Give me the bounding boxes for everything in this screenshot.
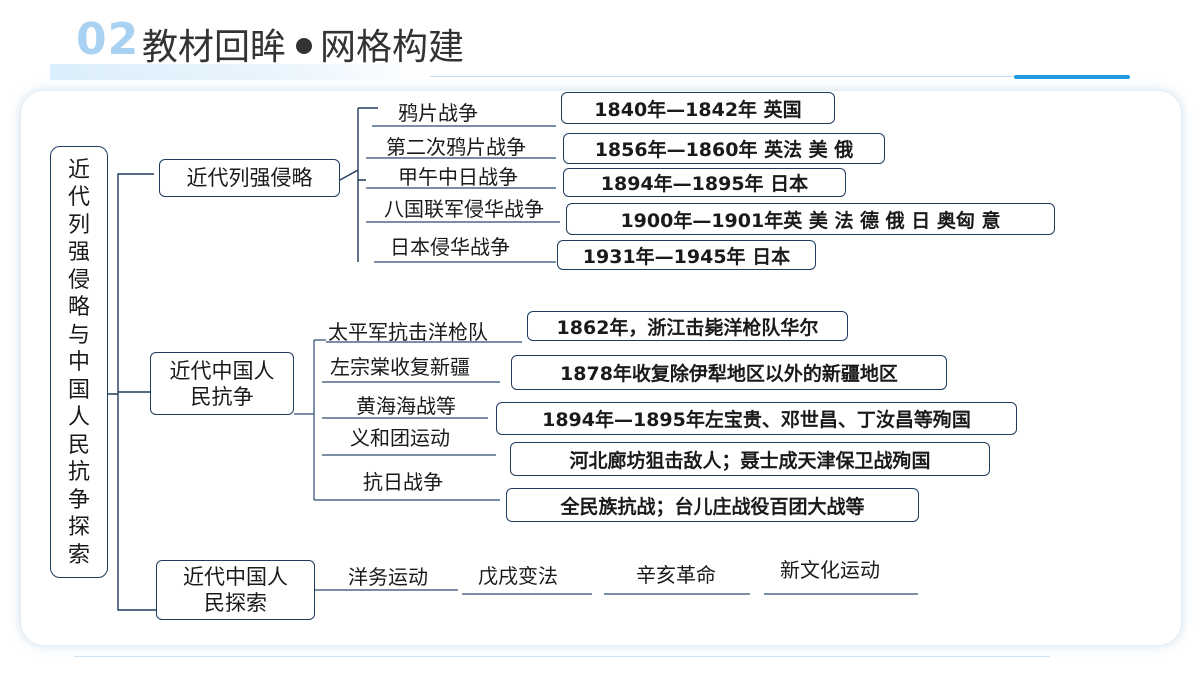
resistance-label: 抗日战争	[363, 470, 443, 494]
main-title-char: 强	[67, 240, 90, 266]
header-band	[50, 64, 430, 80]
main-title-char: 中	[67, 350, 90, 376]
war-detail-box: 1840年—1842年 英国	[561, 92, 835, 124]
war-detail-box: 1856年—1860年 英法 美 俄	[563, 133, 885, 164]
resistance-label: 太平军抗击洋枪队	[328, 320, 488, 344]
resistance-detail-box: 全民族抗战；台儿庄战役百团大战等	[506, 488, 919, 522]
section-title-line: 近代中国人	[169, 358, 275, 383]
exploration-item: 辛亥革命	[636, 563, 716, 587]
section-exploration-box: 近代中国人 民探索	[156, 560, 315, 620]
page-title: 教材回眸网格构建	[142, 18, 464, 70]
footer-divider	[74, 656, 1050, 657]
resistance-label: 左宗棠收复新疆	[330, 355, 470, 379]
header-divider	[430, 76, 1130, 77]
exploration-item: 新文化运动	[780, 558, 880, 582]
resistance-label: 义和团运动	[350, 426, 450, 450]
section-resistance-box: 近代中国人 民抗争	[150, 352, 294, 415]
war-label: 鸦片战争	[398, 101, 478, 125]
exploration-item: 戊戌变法	[478, 564, 558, 588]
header-accent-bar	[1014, 75, 1130, 79]
war-detail-box: 1900年—1901年英 美 法 德 俄 日 奥匈 意	[566, 203, 1055, 235]
main-title-char: 索	[67, 542, 90, 568]
war-label: 八国联军侵华战争	[384, 197, 544, 221]
main-title-char: 近	[67, 157, 90, 183]
title-right: 网格构建	[320, 27, 465, 68]
bullet-dot-icon	[296, 38, 313, 54]
war-detail-box: 1931年—1945年 日本	[557, 240, 816, 270]
section-title-line: 民探索	[204, 591, 267, 615]
main-title-char: 探	[67, 515, 90, 541]
section-number: 02	[76, 14, 140, 65]
war-detail-box: 1894年—1895年 日本	[563, 168, 846, 197]
resistance-detail-box: 1894年—1895年左宝贵、邓世昌、丁汝昌等殉国	[496, 402, 1017, 435]
main-title-char: 人	[67, 405, 90, 431]
main-title-char: 与	[67, 322, 90, 348]
main-title-box: 近代列强侵略与中国人民抗争探索	[50, 146, 108, 578]
section-invasion-box: 近代列强侵略	[159, 159, 340, 197]
war-label: 第二次鸦片战争	[386, 135, 526, 159]
resistance-detail-box: 1878年收复除伊犁地区以外的新疆地区	[511, 355, 947, 390]
main-title-char: 略	[67, 295, 90, 321]
main-title-char: 争	[67, 487, 90, 513]
main-title-char: 侵	[67, 267, 90, 293]
main-title-char: 列	[67, 212, 90, 238]
resistance-detail-box: 1862年，浙江击毙洋枪队华尔	[527, 311, 848, 341]
main-title-char: 国	[67, 377, 90, 403]
resistance-label: 黄海海战等	[356, 394, 456, 418]
section-title-line: 近代中国人	[183, 565, 288, 589]
title-left: 教材回眸	[142, 27, 287, 68]
resistance-detail-box: 河北廊坊狙击敌人；聂士成天津保卫战殉国	[510, 442, 990, 476]
war-label: 甲午中日战争	[398, 165, 518, 189]
main-title-char: 代	[67, 185, 90, 211]
section-title-line: 民抗争	[190, 384, 254, 409]
main-title-char: 民	[67, 432, 90, 458]
war-label: 日本侵华战争	[390, 235, 510, 259]
exploration-item: 洋务运动	[348, 565, 428, 589]
main-title-char: 抗	[67, 460, 90, 486]
